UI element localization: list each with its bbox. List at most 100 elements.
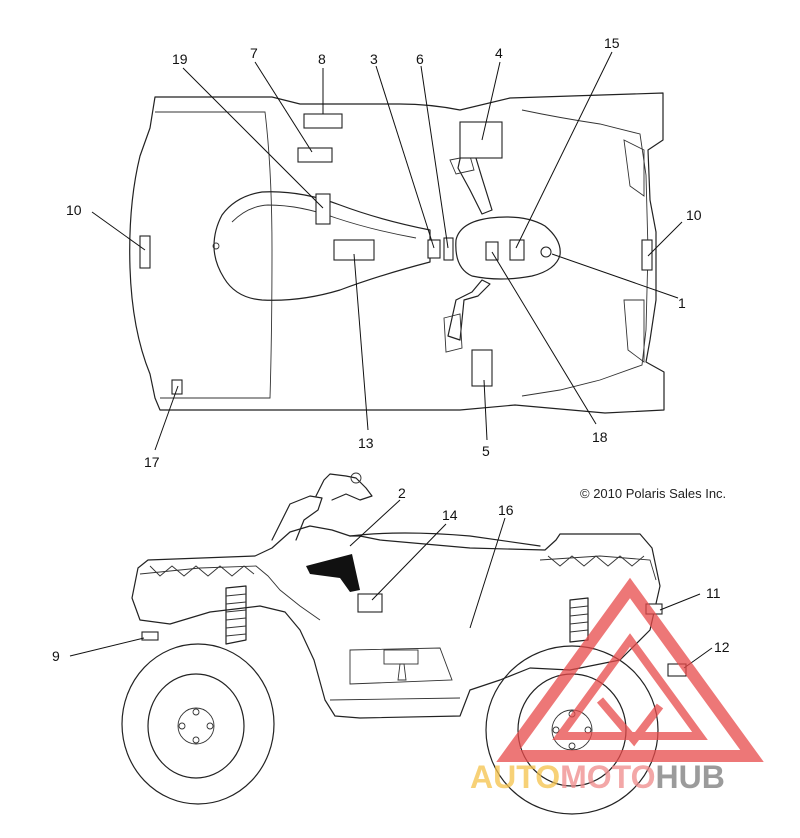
top-view-handlebar-right <box>447 279 491 341</box>
callout-19: 19 <box>172 51 188 67</box>
side-view-front-rim <box>147 673 245 779</box>
side-view-front-lug-2 <box>206 722 214 730</box>
side-view-rear-shock <box>569 597 589 643</box>
top-view-seat <box>213 191 431 301</box>
leader-11 <box>659 593 701 611</box>
decal-19 <box>315 193 331 225</box>
callout-3: 3 <box>370 51 378 67</box>
decal-9 <box>141 631 159 641</box>
callout-11: 11 <box>706 585 721 601</box>
callout-6: 6 <box>416 51 424 67</box>
side-view-rear-fender-line <box>539 555 657 581</box>
decal-15 <box>509 239 525 261</box>
watermark-auto: AUTO <box>470 759 560 795</box>
decal-3 <box>427 239 441 259</box>
leader-13 <box>353 253 369 431</box>
side-view-engine-label <box>383 649 419 665</box>
callout-8: 8 <box>318 51 326 67</box>
side-view-shifter <box>397 663 407 681</box>
watermark-triangle-outer <box>496 577 764 762</box>
side-view-rear-rack <box>547 555 645 567</box>
leader-3 <box>375 65 435 249</box>
side-view-rear-lug-3 <box>568 742 576 750</box>
leader-9 <box>69 637 145 657</box>
top-view-vent-1 <box>623 139 645 197</box>
decal-1 <box>540 246 552 258</box>
decal-8 <box>303 113 343 129</box>
side-view-rear-spring <box>569 605 589 633</box>
decal-6 <box>443 237 454 261</box>
leader-1 <box>551 253 679 299</box>
decal-4 <box>459 121 503 159</box>
callout-14: 14 <box>442 507 458 523</box>
leader-16 <box>469 517 506 629</box>
side-view-front-cowl <box>271 495 323 541</box>
leader-14 <box>371 523 447 601</box>
callout-4: 4 <box>495 45 503 61</box>
watermark-triangle-mark <box>596 697 664 747</box>
leader-7 <box>254 61 313 153</box>
side-view-front-lug-1 <box>192 708 200 716</box>
side-view-mirror-knob <box>350 472 362 484</box>
automotohub-watermark: AUTOMOTOHUB <box>470 577 764 795</box>
callout-2: 2 <box>398 485 406 501</box>
side-view-footrest <box>329 697 461 701</box>
top-view-rear-rack-edge <box>521 109 649 397</box>
decal-10-front <box>139 235 151 269</box>
side-view-front-fender-line <box>139 565 321 621</box>
callout-17: 17 <box>144 454 160 470</box>
callout-9: 9 <box>52 648 60 664</box>
top-view-seat-inner <box>231 204 417 239</box>
leader-15 <box>515 51 613 249</box>
decal-5 <box>471 349 493 387</box>
side-view-front-lug-3 <box>192 736 200 744</box>
side-view-body <box>131 525 661 719</box>
top-view-vent-2 <box>623 299 645 363</box>
top-view-grip-right <box>443 313 463 353</box>
decal-7 <box>297 147 333 163</box>
leader-10-front <box>91 211 146 251</box>
side-view-handlebar <box>315 473 373 501</box>
callout-labels: 1 2 3 4 5 6 7 8 9 10 10 11 12 13 14 15 1… <box>52 35 730 664</box>
atv-top-view <box>91 51 683 451</box>
top-view-grip-left <box>449 155 475 175</box>
watermark-moto: MOTO <box>560 759 655 795</box>
leader-5 <box>483 379 488 441</box>
callout-13: 13 <box>358 435 374 451</box>
callout-16: 16 <box>498 502 514 518</box>
callout-15: 15 <box>604 35 620 51</box>
side-view-black-panel <box>306 554 360 592</box>
leader-18 <box>491 251 597 425</box>
top-view-handlebar-pod <box>455 216 561 280</box>
callout-1: 1 <box>678 295 686 311</box>
side-view-front-rack <box>149 565 255 577</box>
top-view-front-rack-edge <box>155 111 273 399</box>
decal-17 <box>171 379 183 395</box>
decal-18 <box>485 241 499 261</box>
leader-4 <box>481 61 501 141</box>
side-view-front-tire <box>121 643 275 805</box>
callout-10-front: 10 <box>66 202 82 218</box>
side-view-front-hub <box>177 707 215 745</box>
copyright-notice: © 2010 Polaris Sales Inc. <box>580 486 727 501</box>
callout-5: 5 <box>482 443 490 459</box>
callout-10-rear: 10 <box>686 207 702 223</box>
leader-19 <box>182 67 324 209</box>
atv-side-view <box>69 472 713 815</box>
side-view-front-lug-4 <box>178 722 186 730</box>
callout-12: 12 <box>714 639 730 655</box>
top-view-body-outline <box>129 92 665 414</box>
watermark-logo-text: AUTOMOTOHUB <box>470 759 725 795</box>
callout-18: 18 <box>592 429 608 445</box>
side-view-front-spring <box>225 593 247 637</box>
side-view-engine <box>349 647 453 685</box>
leader-6 <box>420 65 449 249</box>
decal-14 <box>357 593 383 613</box>
decal-10-rear <box>641 239 653 271</box>
side-view-front-shock <box>225 585 247 645</box>
watermark-hub: HUB <box>655 759 724 795</box>
callout-7: 7 <box>250 45 258 61</box>
leader-17 <box>154 385 179 451</box>
